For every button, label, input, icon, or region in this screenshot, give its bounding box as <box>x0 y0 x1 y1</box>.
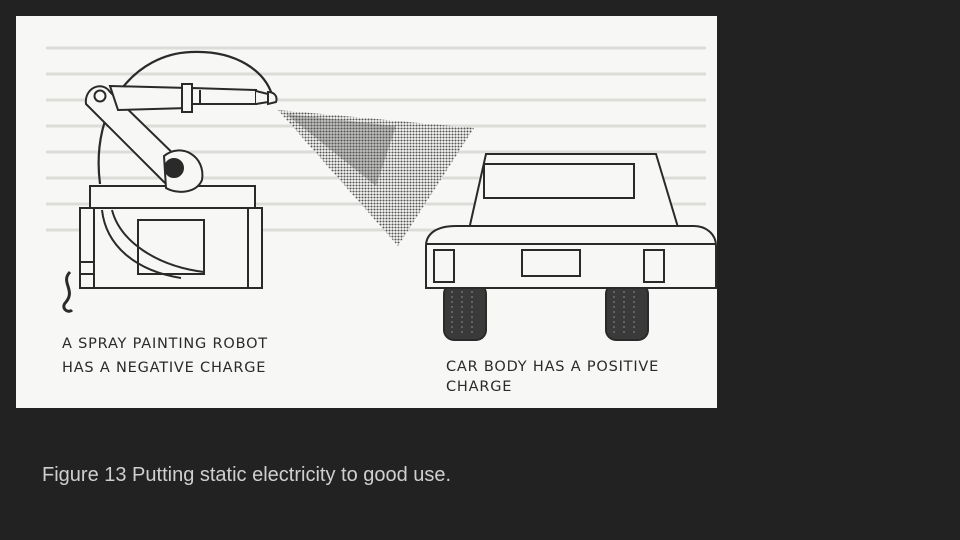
spray-gun <box>191 86 257 105</box>
spray-painting-diagram <box>46 46 717 341</box>
car-plate <box>521 249 581 277</box>
spray-robot <box>62 50 278 313</box>
robot-panel <box>137 219 205 275</box>
car-window <box>483 163 635 199</box>
car-wheel-right <box>605 283 649 341</box>
figure-caption: Figure 13 Putting static electricity to … <box>42 464 452 486</box>
robot-label-line-2: HAS A NEGATIVE CHARGE <box>62 360 267 376</box>
car-label-line-1: CAR BODY HAS A POSITIVE <box>446 359 660 375</box>
car-wheel-left <box>443 283 487 341</box>
robot-label-line-1: A SPRAY PAINTING ROBOT <box>62 336 268 352</box>
robot-dome <box>97 50 275 185</box>
robot-charge-label: A SPRAY PAINTING ROBOT HAS A NEGATIVE CH… <box>62 332 268 380</box>
paint-spray-cone <box>278 110 474 246</box>
robot-hose <box>101 209 182 279</box>
car-charge-label: CAR BODY HAS A POSITIVE CHARGE <box>446 357 659 397</box>
robot-hub <box>164 158 184 178</box>
car-body <box>425 153 717 341</box>
car-light-left <box>433 249 455 283</box>
car-light-right <box>643 249 665 283</box>
car-label-line-2: CHARGE <box>446 379 513 395</box>
robot-arm-joint <box>93 89 107 103</box>
robot-socket <box>79 261 95 275</box>
figure-panel: A SPRAY PAINTING ROBOT HAS A NEGATIVE CH… <box>16 16 717 408</box>
